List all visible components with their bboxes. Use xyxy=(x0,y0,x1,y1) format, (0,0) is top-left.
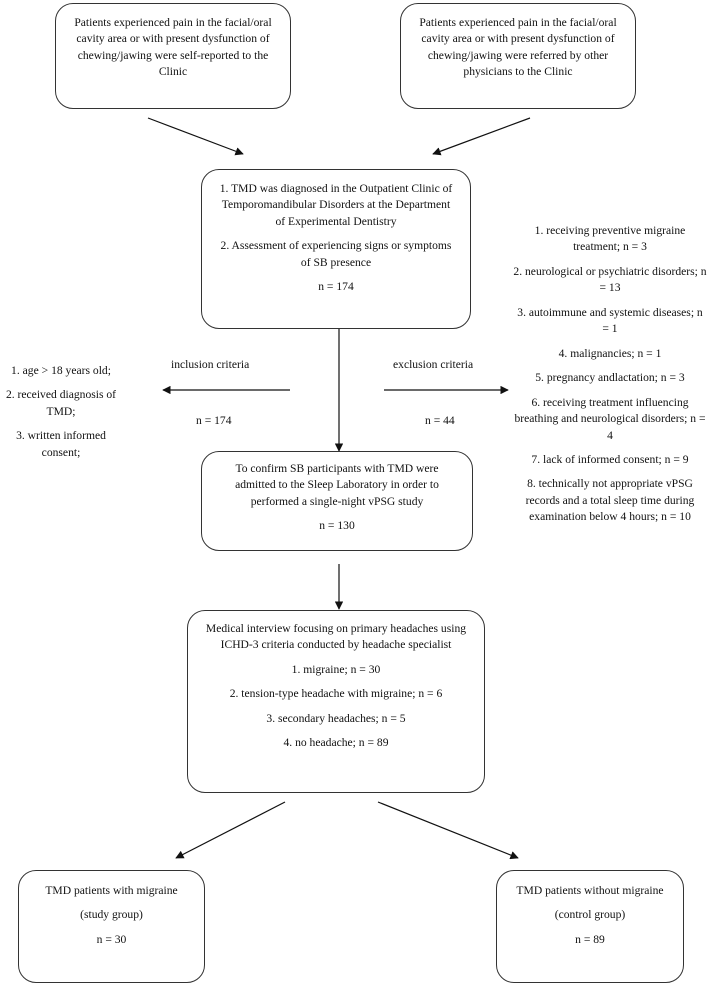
exclusion-item: 8. technically not appropriate vPSG reco… xyxy=(525,477,695,524)
exclusion-count: n = 44 xyxy=(425,414,455,427)
inclusion-item: 2. received diagnosis of TMD; xyxy=(5,388,117,418)
diagnosis-box: 1. TMD was diagnosed in the Outpatient C… xyxy=(201,169,471,329)
inclusion-criteria-list: 1. age > 18 years old; 2. received diagn… xyxy=(2,363,120,469)
top-left-box-text: Patients experienced pain in the facial/… xyxy=(74,16,272,79)
exclusion-item: 6. receiving treatment influencing breat… xyxy=(514,395,706,442)
exclusion-item: 2. neurological or psychiatric disorders… xyxy=(513,264,707,295)
exclusion-item: 5. pregnancy andlactation; n = 3 xyxy=(535,371,685,385)
sleep-lab-text: To confirm SB participants with TMD were… xyxy=(235,462,439,508)
inclusion-criteria-label: inclusion criteria xyxy=(171,358,250,371)
arrow-top-right-to-diagnosis xyxy=(432,117,531,156)
top-right-box: Patients experienced pain in the facial/… xyxy=(400,3,636,109)
exclusion-item: 3. autoimmune and systemic diseases; n =… xyxy=(517,305,703,336)
control-group-count: n = 89 xyxy=(575,932,605,946)
diagnosis-step-1: 1. TMD was diagnosed in the Outpatient C… xyxy=(219,182,453,228)
study-group-title: TMD patients with migraine xyxy=(45,884,178,897)
study-group-label: (study group) xyxy=(80,908,143,922)
arrow-top-left-to-diagnosis xyxy=(147,117,244,156)
inclusion-item: 1. age > 18 years old; xyxy=(11,364,111,377)
top-left-box: Patients experienced pain in the facial/… xyxy=(55,3,291,109)
interview-title: Medical interview focusing on primary he… xyxy=(205,622,467,652)
diagnosis-step-2: 2. Assessment of experiencing signs or s… xyxy=(220,239,452,269)
interview-item: 3. secondary headaches; n = 5 xyxy=(266,711,406,725)
control-group-label: (control group) xyxy=(554,908,626,922)
arrow-interview-to-study-group xyxy=(175,801,286,859)
exclusion-item: 4. malignancies; n = 1 xyxy=(558,346,662,360)
inclusion-item: 3. written informed consent; xyxy=(16,429,106,459)
top-right-box-text: Patients experienced pain in the facial/… xyxy=(419,16,617,79)
exclusion-item: 1. receiving preventive migraine treatme… xyxy=(534,224,686,254)
interview-box: Medical interview focusing on primary he… xyxy=(187,610,485,793)
interview-item: 4. no headache; n = 89 xyxy=(283,736,389,750)
control-group-box: TMD patients without migraine (control g… xyxy=(496,870,684,983)
study-group-count: n = 30 xyxy=(96,932,127,946)
interview-item: 2. tension-type headache with migraine; … xyxy=(229,687,443,701)
control-group-title: TMD patients without migraine xyxy=(516,884,664,897)
sleep-lab-box: To confirm SB participants with TMD were… xyxy=(201,451,473,551)
exclusion-criteria-list: 1. receiving preventive migraine treatme… xyxy=(513,223,707,534)
inclusion-count: n = 174 xyxy=(196,414,232,427)
study-group-box: TMD patients with migraine (study group)… xyxy=(18,870,205,983)
exclusion-criteria-label: exclusion criteria xyxy=(393,358,474,371)
sleep-lab-count: n = 130 xyxy=(319,519,355,533)
exclusion-item: 7. lack of informed consent; n = 9 xyxy=(531,452,689,466)
diagnosis-count: n = 174 xyxy=(318,280,354,294)
interview-item: 1. migraine; n = 30 xyxy=(291,662,381,676)
arrow-interview-to-control-group xyxy=(377,801,519,860)
